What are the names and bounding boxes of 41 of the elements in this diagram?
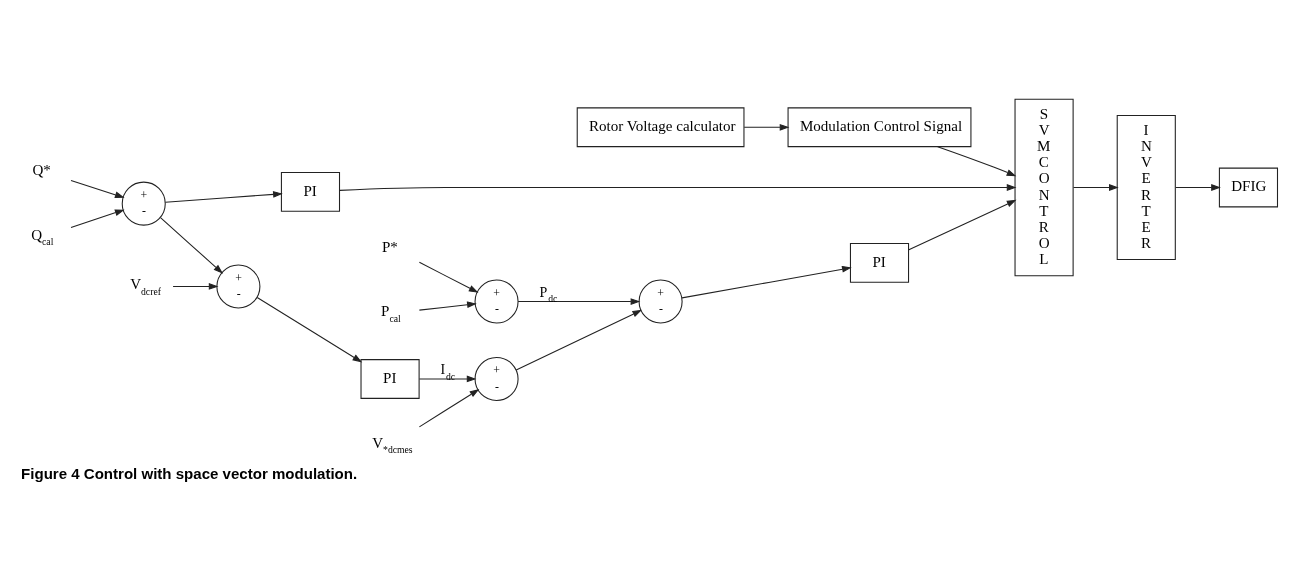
node-text: P* <box>382 238 398 255</box>
arrow <box>256 296 363 362</box>
node-box: I N V E R T E R <box>1116 114 1176 260</box>
arrow <box>1073 183 1119 191</box>
node-box: PI <box>360 358 420 399</box>
node-text: V$_{*dcmes}$ <box>372 434 413 455</box>
node-circle: + - <box>121 181 166 226</box>
node-box: DFIG <box>1218 167 1279 207</box>
node-circle: + - <box>474 278 519 324</box>
arrow <box>743 123 790 131</box>
arrow <box>418 388 480 427</box>
caption: Figure 4 Control with space vector modulation. <box>21 464 358 482</box>
arrow <box>418 300 477 311</box>
arrow <box>70 209 125 228</box>
arrow <box>681 265 852 298</box>
edge-label: P$_{dc}$ <box>539 284 558 304</box>
arrow <box>908 199 1017 250</box>
arrow <box>515 309 643 371</box>
node-box: Modulation Control Signal <box>787 106 972 147</box>
node-circle: + - <box>474 356 519 401</box>
arrow <box>1175 183 1221 191</box>
arrow <box>70 179 125 198</box>
arrow <box>517 297 641 305</box>
node-text: P$_{cal}$ <box>380 302 401 324</box>
arrow <box>339 183 1017 191</box>
node-box: Rotor Voltage calculator <box>576 106 745 147</box>
node-circle: + - <box>216 263 261 309</box>
node-circle: + - <box>638 278 683 324</box>
node-text: Q* <box>32 161 51 178</box>
node-box: PI <box>849 242 910 283</box>
node-box: S V M C O N T R O L <box>1014 98 1074 276</box>
node-text: V$_{dcref}$ <box>130 275 161 297</box>
arrow <box>937 145 1017 176</box>
node-text: Q$_{cal}$ <box>31 226 54 247</box>
node-box: PI <box>280 171 341 212</box>
arrow <box>418 375 477 382</box>
edge-label: I$_{dc}$ <box>440 361 456 382</box>
arrow <box>172 282 219 290</box>
arrow <box>418 261 479 293</box>
arrow <box>164 190 283 203</box>
arrow <box>159 216 224 274</box>
